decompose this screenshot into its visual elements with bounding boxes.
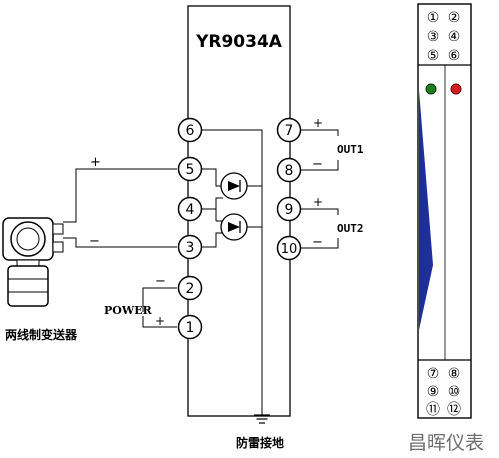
svg-text:8: 8	[285, 163, 294, 179]
svg-text:10: 10	[281, 242, 298, 257]
out1-plus-sign: +	[313, 116, 323, 130]
terminal-left-6: 6	[177, 117, 203, 143]
transmitter-plus-sign: +	[90, 155, 101, 170]
panel-terminal-3: ③	[427, 29, 440, 45]
power-minus-sign: −	[155, 274, 166, 289]
terminal-right-8: 8	[276, 157, 302, 183]
isolator-channel-1-icon	[220, 172, 248, 200]
panel-terminal-8: ⑧	[448, 366, 461, 382]
panel-terminal-2: ②	[448, 10, 461, 26]
watermark-text: 昌晖仪表	[408, 432, 484, 454]
terminal-left-2: 2	[177, 275, 203, 301]
panel-terminal-5: ⑤	[427, 48, 440, 64]
side-panel	[417, 3, 472, 419]
panel-terminal-10: ⑩	[448, 384, 461, 400]
panel-terminal-7: ⑦	[427, 366, 440, 382]
ground-label: 防雷接地	[236, 435, 284, 450]
transmitter-minus-sign: −	[89, 234, 100, 249]
ground-icon	[254, 414, 270, 424]
svg-text:5: 5	[186, 162, 195, 178]
terminal-right-10: 10	[276, 235, 302, 261]
terminal-left-1: 1	[177, 314, 203, 340]
svg-text:6: 6	[186, 123, 195, 139]
out1-label: OUT1	[337, 143, 364, 156]
panel-terminal-9: ⑨	[427, 384, 440, 400]
terminal-left-4: 4	[177, 196, 203, 222]
internal-wires	[202, 129, 263, 415]
panel-accent-stripe	[419, 90, 433, 330]
led-green-icon	[425, 83, 437, 95]
svg-text:3: 3	[186, 240, 195, 256]
transmitter-icon	[2, 217, 64, 307]
out1-minus-sign: −	[312, 157, 323, 172]
svg-text:9: 9	[285, 202, 294, 218]
terminal-left-5: 5	[177, 156, 203, 182]
led-red-icon	[450, 83, 462, 95]
power-wires	[142, 287, 177, 328]
terminal-right-7: 7	[276, 117, 302, 143]
transmitter-label: 两线制变送器	[5, 327, 78, 342]
output-wires	[301, 129, 339, 249]
svg-text:4: 4	[186, 202, 195, 218]
module-body	[187, 5, 291, 417]
svg-text:7: 7	[285, 123, 294, 139]
terminal-left-3: 3	[177, 234, 203, 260]
out2-plus-sign: +	[313, 195, 323, 209]
panel-terminal-12: ⑫	[447, 402, 461, 418]
transmitter-wires	[63, 168, 177, 248]
panel-terminal-1: ①	[427, 10, 440, 26]
isolator-channel-2-icon	[220, 213, 248, 241]
out2-minus-sign: −	[312, 235, 323, 250]
model-label: YR9034A	[195, 32, 283, 52]
out2-label: OUT2	[337, 222, 364, 235]
terminal-right-9: 9	[276, 196, 302, 222]
svg-text:1: 1	[186, 320, 195, 336]
panel-terminal-4: ④	[448, 29, 461, 45]
panel-terminal-6: ⑥	[448, 48, 461, 64]
panel-terminal-11: ⑪	[426, 402, 440, 418]
power-plus-sign: +	[155, 314, 165, 328]
svg-text:2: 2	[186, 281, 195, 297]
power-label: POWER	[104, 304, 153, 317]
